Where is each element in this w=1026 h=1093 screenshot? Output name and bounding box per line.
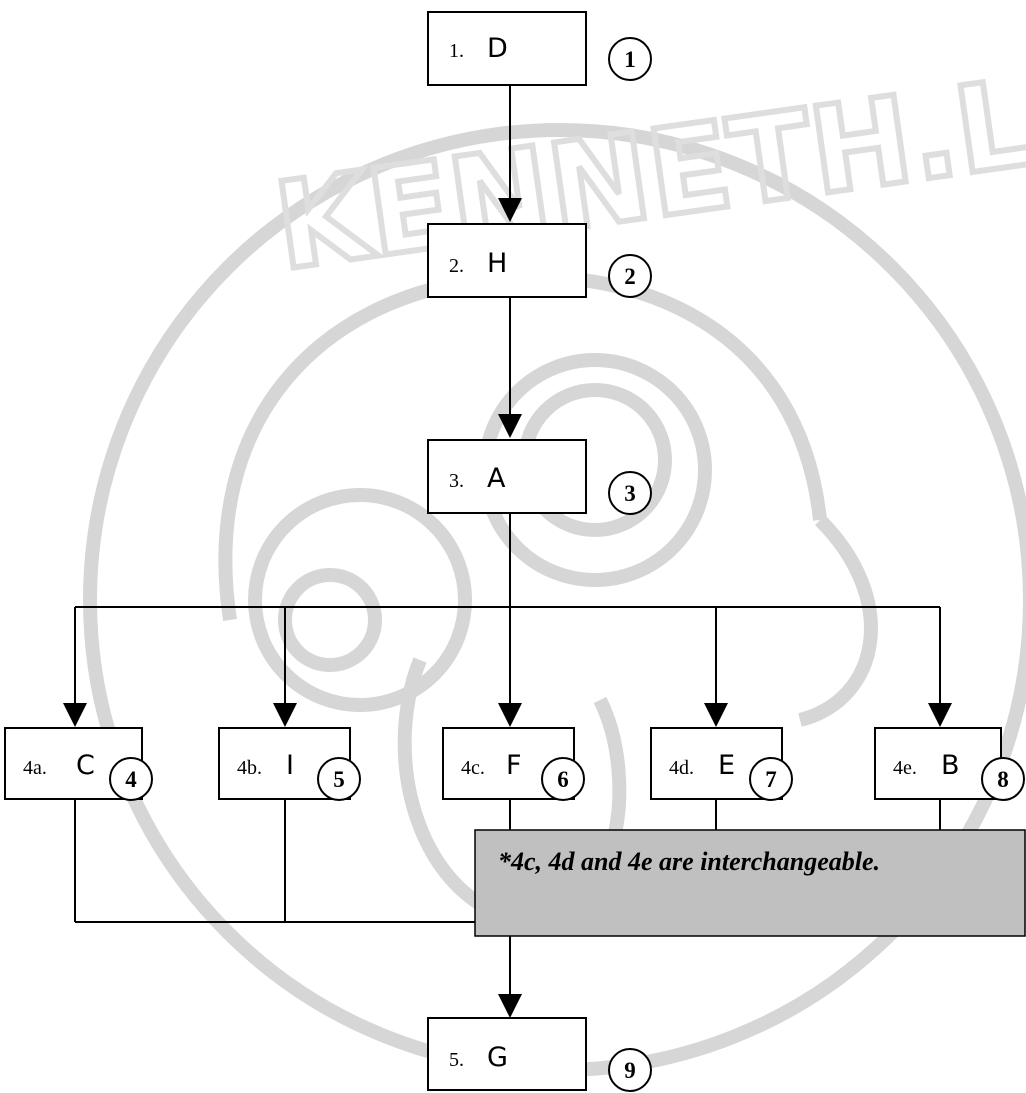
step-4e: 4e. B 8 xyxy=(874,727,1025,801)
arrow-down-icon xyxy=(498,994,522,1018)
step-number-badge xyxy=(608,471,652,515)
step-prefix: 1. xyxy=(449,40,464,62)
step-letter: B xyxy=(941,750,960,781)
step-number: 5 xyxy=(333,767,345,792)
step-prefix: 4a. xyxy=(23,757,47,779)
step-number-badge xyxy=(541,757,585,801)
step-letter: I xyxy=(286,750,294,781)
arrow-down-icon xyxy=(498,414,522,438)
step-number-badge xyxy=(608,1048,652,1092)
step-prefix: 4d. xyxy=(669,757,694,779)
step-letter: H xyxy=(487,248,507,279)
step-2: 2. H 2 xyxy=(427,223,652,298)
step-number: 8 xyxy=(997,767,1009,792)
step-number-badge xyxy=(981,757,1025,801)
step-number-badge xyxy=(608,254,652,298)
step-number-badge xyxy=(109,757,153,801)
step-letter: E xyxy=(718,750,735,781)
arrow-down-icon xyxy=(498,703,522,727)
step-number: 7 xyxy=(765,767,777,792)
step-number-badge xyxy=(749,757,793,801)
arrow-down-icon xyxy=(704,703,728,727)
step-4b: 4b. I 5 xyxy=(218,727,361,801)
step-number: 9 xyxy=(624,1058,636,1083)
arrow-down-icon xyxy=(273,703,297,727)
arrow-down-icon xyxy=(498,198,522,222)
step-5: 5. G 9 xyxy=(427,1017,652,1092)
step-letter: C xyxy=(76,750,95,781)
step-number: 6 xyxy=(557,767,569,792)
step-number: 3 xyxy=(624,481,636,506)
step-prefix: 4e. xyxy=(893,757,917,779)
step-letter: F xyxy=(506,750,522,781)
step-number: 1 xyxy=(624,47,636,72)
arrow-down-icon xyxy=(928,703,952,727)
step-prefix: 3. xyxy=(449,470,464,492)
step-letter: G xyxy=(487,1042,508,1073)
step-letter: D xyxy=(487,33,508,64)
step-number: 4 xyxy=(125,767,137,792)
step-3: 3. A 3 xyxy=(427,439,652,515)
step-number-badge xyxy=(608,37,652,81)
step-prefix: 4c. xyxy=(461,757,485,779)
step-prefix: 4b. xyxy=(237,757,262,779)
note-text: *4c, 4d and 4e are interchangeable. xyxy=(498,847,880,876)
arrow-down-icon xyxy=(63,703,87,727)
step-number: 2 xyxy=(624,264,636,289)
step-4c: 4c. F 6 xyxy=(442,727,585,801)
step-letter: A xyxy=(487,463,506,494)
step-number-badge xyxy=(317,757,361,801)
step-prefix: 2. xyxy=(449,255,464,277)
step-4d: 4d. E 7 xyxy=(650,727,793,801)
step-4a: 4a. C 4 xyxy=(4,727,153,801)
connectors xyxy=(63,85,952,1018)
step-1: 1. D 1 xyxy=(427,11,652,86)
note-box: *4c, 4d and 4e are interchangeable. xyxy=(474,829,1026,937)
step-prefix: 5. xyxy=(449,1049,464,1071)
